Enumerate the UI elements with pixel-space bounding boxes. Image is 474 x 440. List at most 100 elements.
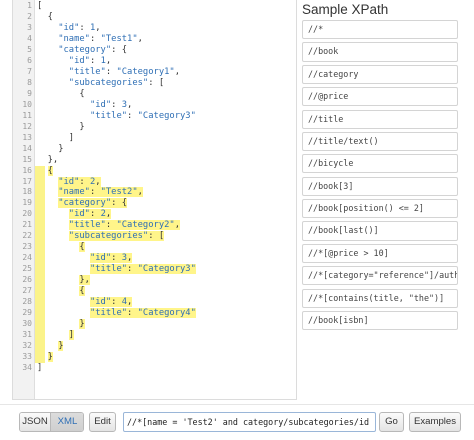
line-code: } (37, 352, 53, 363)
json-value: "Category1" (116, 66, 175, 77)
xpath-example-item[interactable]: //book[3] (302, 176, 458, 196)
line-code: { (37, 89, 84, 100)
json-punctuation: , (95, 22, 101, 33)
xpath-example-item[interactable]: //title/text() (302, 131, 458, 152)
line-number: 14 (22, 143, 32, 153)
xpath-example-item[interactable]: //*[contains(title, "the")] (302, 288, 458, 308)
json-punctuation: : (111, 297, 122, 308)
line-code: ] (37, 330, 75, 341)
json-punctuation: : (89, 55, 101, 66)
line-number: 12 (22, 121, 32, 131)
xpath-example-item[interactable]: //*[@price > 10] (302, 243, 458, 263)
xpath-example-item[interactable]: //book (302, 42, 458, 62)
line-code: ] (37, 133, 74, 144)
json-punctuation: ] (37, 362, 43, 373)
json-punctuation: : (79, 176, 90, 187)
json-value: "Category2" (116, 220, 175, 231)
line-number: 24 (22, 253, 32, 263)
xpath-example-item[interactable]: //book[position() <= 2] (302, 199, 458, 219)
examples-button[interactable]: Examples (409, 412, 461, 432)
code-line: 5 "category": { (13, 45, 296, 56)
line-indent (37, 209, 69, 219)
line-number: 2 (27, 11, 32, 21)
json-value: 1 (89, 22, 96, 33)
line-number: 19 (22, 198, 32, 208)
json-punctuation: , (127, 297, 133, 308)
code-line: 3 "id": 1, (13, 23, 296, 34)
json-punctuation: : (127, 308, 138, 319)
line-code: { (37, 242, 85, 253)
code-line: 4 "name": "Test1", (13, 34, 296, 45)
line-number: 10 (22, 99, 32, 109)
line-number: 28 (22, 297, 32, 307)
line-indent (37, 45, 58, 55)
code-line: 19 "category": { (13, 198, 296, 210)
code-line: 25 "title": "Category3" (13, 264, 296, 276)
json-value: "Category3" (137, 264, 196, 275)
json-key: "title" (68, 220, 106, 231)
xpath-example-item[interactable]: //category (302, 64, 458, 84)
line-number: 9 (27, 88, 32, 98)
json-punctuation: : (111, 99, 122, 110)
xpath-example-item[interactable]: //@price (302, 87, 458, 107)
xml-mode-button[interactable]: XML (51, 413, 83, 431)
json-key: "id" (68, 209, 90, 220)
code-line: 1[ (13, 1, 296, 12)
line-indent (37, 198, 58, 208)
line-code: "category": { (37, 45, 127, 56)
xpath-example-item[interactable]: //book[last()] (302, 221, 458, 241)
line-indent (37, 166, 48, 176)
json-key: "title" (89, 264, 128, 275)
line-number: 5 (27, 44, 32, 54)
json-punctuation: : [ (148, 231, 165, 242)
json-punctuation: ] (68, 330, 75, 341)
line-indent (37, 275, 79, 285)
line-indent (37, 319, 79, 329)
json-value: 4 (121, 297, 128, 308)
json-punctuation: , (174, 220, 181, 231)
bottom-toolbar: JSON XML Edit Go Examples (0, 404, 474, 440)
json-punctuation: { (47, 165, 53, 176)
xpath-example-item[interactable]: //bicycle (302, 154, 458, 174)
line-indent (37, 264, 90, 274)
json-punctuation: : [ (148, 77, 165, 88)
code-line: 22 "subcategories": [ (13, 231, 296, 243)
line-indent (37, 242, 79, 252)
json-value: "Category3" (137, 110, 196, 121)
code-line: 32 } (13, 341, 296, 352)
line-number: 15 (22, 154, 32, 164)
go-button[interactable]: Go (379, 412, 404, 432)
line-code: "id": 4, (37, 297, 133, 308)
json-value: 3 (121, 253, 128, 264)
line-indent (37, 297, 90, 307)
json-key: "id" (89, 253, 112, 264)
line-code: } (37, 144, 63, 155)
json-punctuation: } (58, 341, 64, 352)
line-number: 7 (27, 66, 32, 76)
json-key: "id" (58, 176, 80, 187)
xpath-example-item[interactable]: //book[isbn] (302, 310, 458, 331)
xpath-example-item[interactable]: //*[category="reference"]/author (302, 266, 458, 286)
json-key: "name" (58, 33, 90, 44)
xpath-example-item[interactable]: //title (302, 109, 458, 129)
code-line: 23 { (13, 242, 296, 254)
json-mode-button[interactable]: JSON (20, 413, 51, 431)
xpath-example-item[interactable]: //* (302, 20, 458, 40)
json-value: 2 (100, 209, 106, 220)
line-number: 33 (22, 352, 32, 361)
line-number: 4 (27, 33, 32, 43)
json-punctuation: { (47, 11, 53, 22)
line-indent (37, 155, 48, 165)
json-editor[interactable]: 1[2 {3 "id": 1,4 "name": "Test1",5 "cate… (12, 0, 297, 400)
code-line: 2 { (13, 12, 296, 23)
line-code: "category": { (37, 198, 128, 209)
xpath-query-input[interactable] (123, 412, 376, 432)
json-punctuation: }, (79, 275, 90, 286)
code-line: 6 "id": 1, (13, 56, 296, 67)
json-punctuation: ] (68, 132, 75, 143)
code-line: 30 } (13, 319, 296, 331)
json-punctuation: : { (111, 198, 128, 209)
json-punctuation: , (174, 66, 181, 77)
edit-button[interactable]: Edit (89, 412, 116, 432)
line-code: "name": "Test2", (37, 187, 143, 198)
